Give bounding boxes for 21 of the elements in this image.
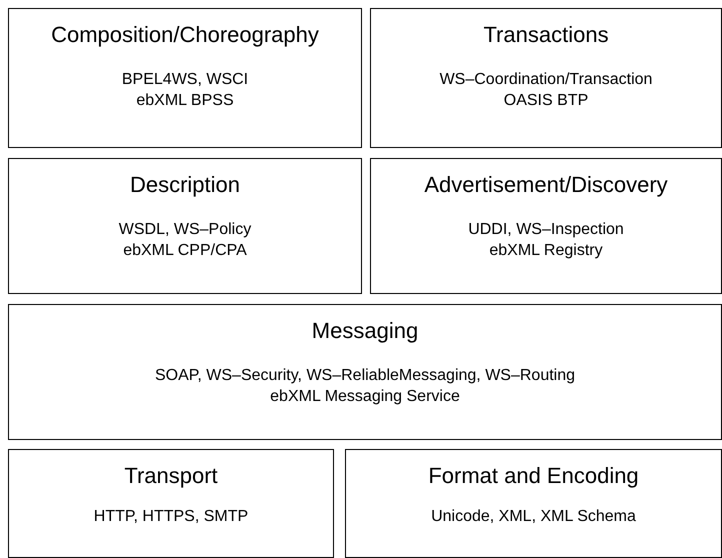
layer-title: Composition/Choreography: [51, 21, 319, 49]
layer-title: Format and Encoding: [428, 462, 639, 490]
layer-box: [370, 158, 722, 294]
layer-box: [345, 449, 722, 558]
layer-title: Advertisement/Discovery: [424, 171, 668, 199]
standards-list: SOAP, WS–Security, WS–ReliableMessaging, WS–Routing ebXML Messaging Service: [130, 365, 600, 407]
layer-title: Transport: [124, 462, 218, 490]
layer-box: [370, 8, 722, 148]
standards-list: WSDL, WS–Policy ebXML CPP/CPA: [110, 219, 260, 261]
layer-box: [8, 8, 362, 148]
layer-box: [8, 158, 362, 294]
standards-list: Unicode, XML, XML Schema: [431, 506, 636, 527]
standards-list: UDDI, WS–Inspection ebXML Registry: [451, 219, 641, 261]
layer-title: Description: [130, 171, 240, 199]
layer-box: [8, 449, 334, 558]
layer-box: [8, 304, 722, 440]
standards-list: HTTP, HTTPS, SMTP: [94, 506, 248, 527]
standards-list: WS–Coordination/Transaction OASIS BTP: [421, 69, 671, 111]
layer-title: Transactions: [483, 21, 609, 49]
standards-list: BPEL4WS, WSCI ebXML BPSS: [110, 69, 260, 111]
layer-title: Messaging: [312, 317, 418, 345]
